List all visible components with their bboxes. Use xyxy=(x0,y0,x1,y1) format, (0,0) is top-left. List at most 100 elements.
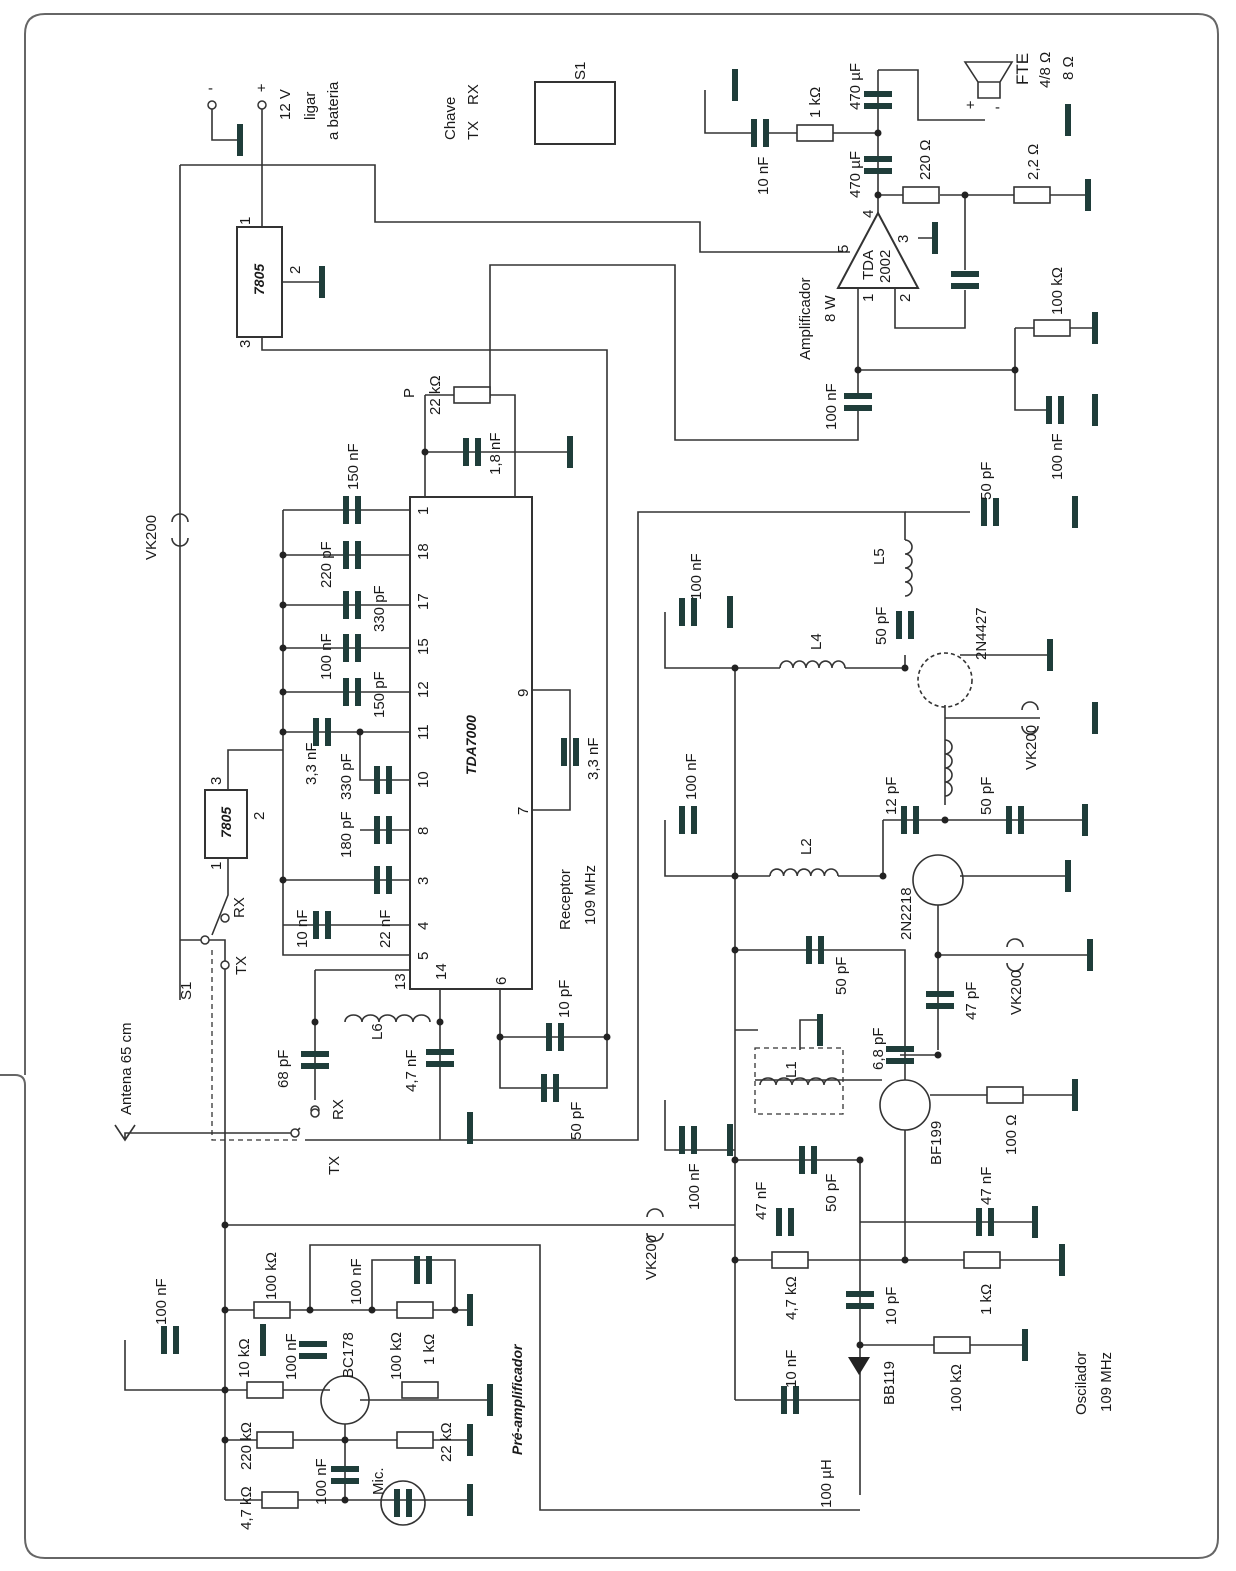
capacitor-plate xyxy=(901,806,907,834)
q-2n2218 xyxy=(912,854,964,906)
q-bf199 xyxy=(879,1079,931,1131)
resistor xyxy=(246,1381,284,1399)
capacitor-plate xyxy=(811,1146,817,1174)
ground-symbol xyxy=(467,1424,473,1456)
junction-dot xyxy=(279,728,287,736)
resistor xyxy=(401,1381,439,1399)
pre-r100k-b: 100 kΩ xyxy=(388,1332,405,1380)
capacitor-plate xyxy=(301,1051,329,1057)
ground-symbol xyxy=(1059,1244,1065,1276)
rx-pin3: 3 xyxy=(415,877,432,885)
osc-c50pf-a: 50 pF xyxy=(873,607,890,645)
junction-dot xyxy=(901,664,909,672)
capacitor-plate xyxy=(763,119,769,147)
osc-r100: 100 Ω xyxy=(1003,1115,1020,1155)
switch-tx2: TX xyxy=(326,1156,343,1175)
switch-name: S1 xyxy=(178,982,195,1000)
osc-l100uh: 100 µH xyxy=(818,1459,835,1508)
capacitor-plate xyxy=(926,1003,954,1009)
junction-dot xyxy=(279,688,287,696)
junction-dot xyxy=(856,1341,864,1349)
capacitor-plate xyxy=(386,766,392,794)
capacitor-plate xyxy=(343,634,349,662)
ground-symbol xyxy=(237,124,243,156)
wire xyxy=(282,510,410,956)
wire xyxy=(499,989,608,1089)
s1-legend-tx: TX xyxy=(465,121,482,140)
s1-legend-name: S1 xyxy=(572,62,589,80)
rx-pin1: 1 xyxy=(415,507,432,515)
osc-c47nf-b: 47 nF xyxy=(978,1167,995,1205)
resistor xyxy=(261,1491,299,1509)
capacitor-plate xyxy=(679,1126,685,1154)
s1-legend-title: Chave xyxy=(442,97,459,140)
reg-small-name: 7805 xyxy=(218,807,234,838)
vk200-choke xyxy=(1006,938,1024,972)
switch-tx: TX xyxy=(233,956,250,975)
capacitor-plate xyxy=(541,1074,547,1102)
regulator-7805-small xyxy=(204,789,248,859)
capacitor-plate xyxy=(951,283,979,289)
rx-c100nf: 100 nF xyxy=(318,633,335,680)
capacitor-plate xyxy=(331,1466,359,1472)
capacitor-plate xyxy=(426,1256,432,1284)
wire xyxy=(532,689,571,811)
rx-title: Receptor xyxy=(557,869,574,930)
ground-symbol xyxy=(1092,394,1098,426)
resistor xyxy=(396,1301,434,1319)
capacitor-plate xyxy=(313,718,319,746)
capacitor-plate xyxy=(313,911,319,939)
capacitor-plate xyxy=(161,1326,167,1354)
capacitor-plate xyxy=(846,1303,874,1309)
resistor xyxy=(1013,186,1051,204)
junction-dot xyxy=(306,1306,314,1314)
resistor xyxy=(796,124,834,142)
pre-r10k: 10 kΩ xyxy=(236,1338,253,1378)
capacitor-plate xyxy=(818,936,824,964)
regulator-7805-top xyxy=(236,226,283,338)
capacitor-plate xyxy=(793,1386,799,1414)
reg-top-pin3: 3 xyxy=(237,340,254,348)
junction-dot xyxy=(856,1156,864,1164)
diode-bb119 xyxy=(848,1357,870,1375)
amp-r220: 220 Ω xyxy=(917,140,934,180)
osc-c6-8pf: 6,8 pF xyxy=(870,1027,887,1070)
capacitor-plate xyxy=(1006,806,1012,834)
pre-c100nf-b: 100 nF xyxy=(348,1258,365,1305)
inductor-coil xyxy=(759,1077,841,1086)
rx-ic: TDA7000 xyxy=(463,715,479,775)
osc-c100nf-b: 100 nF xyxy=(683,753,700,800)
capacitor-plate xyxy=(561,738,567,766)
junction-dot xyxy=(901,1256,909,1264)
capacitor-plate xyxy=(386,866,392,894)
l1-shield xyxy=(754,1047,844,1115)
power-plus: + xyxy=(257,80,266,97)
junction-dot xyxy=(221,1436,229,1444)
rx-pin8: 8 xyxy=(415,827,432,835)
ground-symbol xyxy=(1085,179,1091,211)
capacitor-plate xyxy=(343,678,349,706)
junction-dot xyxy=(1011,366,1019,374)
rx-pin17: 17 xyxy=(415,593,432,610)
capacitor-plate xyxy=(343,541,349,569)
capacitor-plate xyxy=(374,766,380,794)
capacitor-plate xyxy=(951,271,979,277)
capacitor-plate xyxy=(844,393,872,399)
capacitor-plate xyxy=(355,496,361,524)
rx-pin14: 14 xyxy=(433,963,450,980)
capacitor-plate xyxy=(844,405,872,411)
junction-dot xyxy=(731,946,739,954)
osc-c10pf: 10 pF xyxy=(883,1287,900,1325)
resistor xyxy=(902,186,940,204)
ground-symbol xyxy=(1092,312,1098,344)
capacitor-plate xyxy=(325,911,331,939)
pre-c100nf-c: 100 nF xyxy=(283,1333,300,1380)
capacitor-plate xyxy=(993,498,999,526)
capacitor-plate xyxy=(1058,396,1064,424)
junction-dot xyxy=(731,1256,739,1264)
amp-pin1: 1 xyxy=(860,294,877,302)
amp-spk-minus: - xyxy=(995,99,1000,116)
junction-dot xyxy=(874,129,882,137)
osc-c50pf-d: 50 pF xyxy=(833,957,850,995)
capacitor-plate xyxy=(546,1023,552,1051)
